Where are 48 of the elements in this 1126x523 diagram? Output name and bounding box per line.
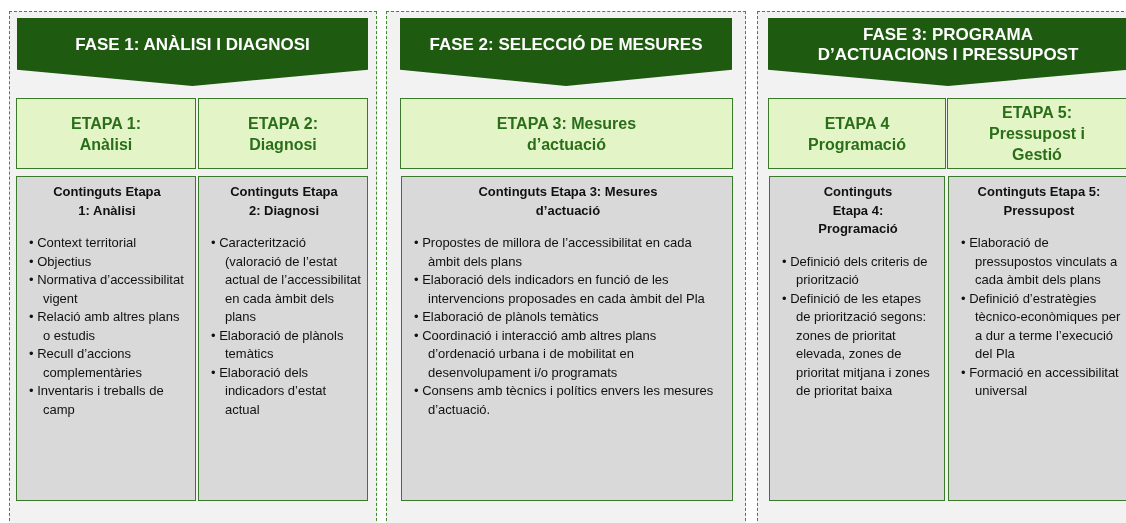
bullet-item: • Elaboració de plànols temàtics: [211, 326, 345, 363]
bullet-item: • Elaboració dels indicadors d’estat actual: [211, 363, 328, 419]
stage-box: [768, 98, 946, 169]
bullet-item: • Formació en accessibilitat universal: [961, 363, 1120, 400]
content-heading: Continguts Etapa 1: Anàlisi: [52, 183, 162, 220]
stage-title: ETAPA 1: Anàlisi: [70, 113, 142, 155]
bullet-item: • Elaboració de plànols temàtics: [414, 308, 600, 326]
content-box: [769, 176, 945, 501]
content-box: [16, 176, 196, 501]
phase-banner: [768, 18, 1126, 86]
bullet-item: • Normativa d’accessibilitat vigent: [29, 271, 185, 308]
stage-title: ETAPA 4 Programació: [807, 113, 907, 155]
phase-banner: [17, 18, 368, 86]
phase-title: FASE 3: PROGRAMA D’ACTUACIONS I PRESSUPOST: [816, 25, 1080, 65]
phase-title: FASE 2: SELECCIÓ DE MESURES: [429, 35, 703, 55]
phase-panel: [9, 11, 377, 523]
phase-panel: [757, 11, 1126, 523]
bullet-item: • Context territorial: [29, 234, 138, 252]
bullet-item: • Coordinació i interacció amb altres plans d’ordenació urbana i de mobilitat en desenvolupament i/o programats: [414, 326, 658, 382]
bullet-item: • Definició dels criteris de priorització: [782, 252, 929, 289]
stage-title: ETAPA 2: Diagnosi: [247, 113, 319, 155]
stage-box: [947, 98, 1126, 169]
bullet-item: • Elaboració de pressupostos vinculats a cada àmbit dels plans: [961, 234, 1119, 289]
bullet-item: • Consens amb tècnics i polítics envers les mesures d’actuació.: [414, 382, 715, 419]
content-box: [401, 176, 733, 501]
phase-title: FASE 1: ANÀLISI I DIAGNOSI: [75, 35, 310, 55]
content-box: [198, 176, 368, 501]
stage-box: [16, 98, 196, 169]
bullet-item: • Inventaris i treballs de camp: [29, 382, 165, 419]
phase-banner: [400, 18, 732, 86]
bullet-item: • Definició de les etapes de priorització segons: zones de prioritat elevada, zones de prioritat mitjana i zones de prioritat baixa: [782, 289, 931, 400]
content-heading: Continguts Etapa 2: Diagnosi: [229, 183, 339, 220]
bullet-item: • Definició d’estratègies tècnico-econòmiques per a dur a terme l’execució del Pla: [961, 289, 1121, 363]
bullet-item: • Propostes de millora de l’accessibilitat en cada àmbit dels plans: [414, 234, 693, 271]
stage-title: ETAPA 3: Mesures d’actuació: [495, 113, 638, 155]
stage-box: [400, 98, 733, 169]
bullet-item: • Caracterització (valoració de l’estat actual de l’accessibilitat en cada àmbit dels plans: [211, 234, 361, 326]
content-box: [948, 176, 1126, 501]
bullet-item: • Objectius: [29, 252, 93, 271]
bullet-item: • Recull d’accions complementàries: [29, 345, 143, 382]
content-heading: Continguts Etapa 5: Pressupost: [976, 183, 1102, 220]
content-heading: Continguts Etapa 3: Mesures d’actuació: [477, 183, 659, 220]
content-heading: Continguts Etapa 4: Programació: [817, 183, 899, 238]
stage-box: [198, 98, 368, 169]
phase-panel: [386, 11, 746, 523]
bullet-item: • Elaboració dels indicadors en funció de les intervencions proposades en cada àmbit del Pla: [414, 271, 706, 308]
bullet-item: • Relació amb altres plans o estudis: [29, 308, 181, 345]
stage-title: ETAPA 5: Pressupost i Gestió: [988, 103, 1086, 165]
